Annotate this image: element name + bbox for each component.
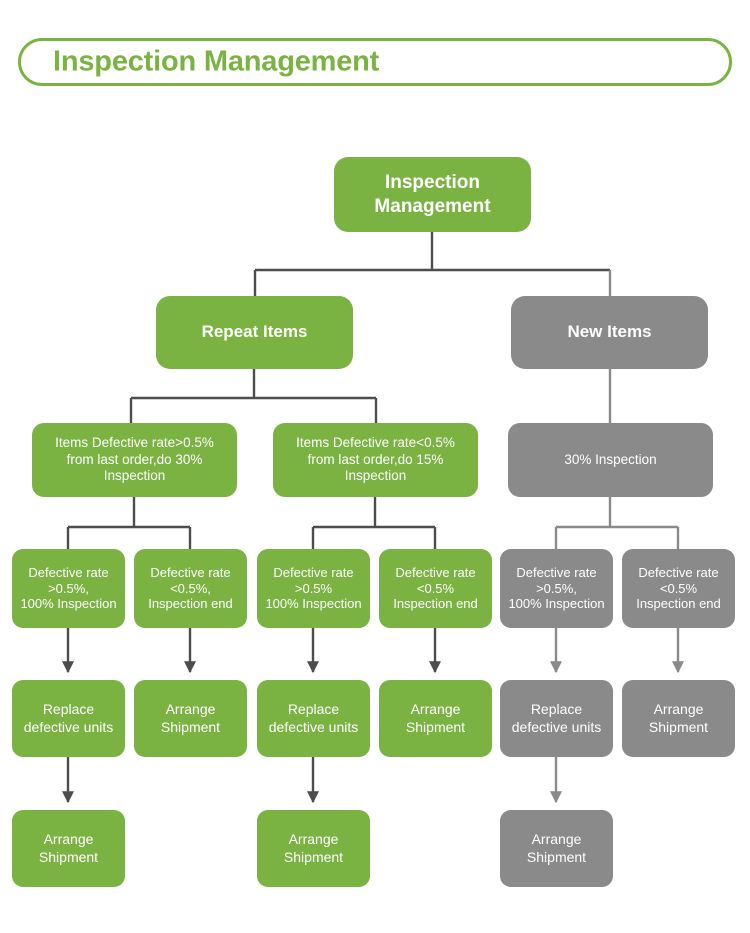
node-repeat-items[interactable]: Repeat Items xyxy=(156,296,353,369)
node-r5-replace-defective-units-3[interactable]: Replace defective units xyxy=(500,680,613,757)
node-r6-arrange-shipment-3[interactable]: Arrange Shipment xyxy=(500,810,613,887)
node-r4-repeat-low-over[interactable]: Defective rate >0.5% 100% Inspection xyxy=(257,549,370,628)
node-r6-arrange-shipment-1[interactable]: Arrange Shipment xyxy=(12,810,125,887)
node-r4-new-over[interactable]: Defective rate >0.5%, 100% Inspection xyxy=(500,549,613,628)
node-r5-replace-defective-units-2[interactable]: Replace defective units xyxy=(257,680,370,757)
node-repeat-high-defect-rate[interactable]: Items Defective rate>0.5% from last orde… xyxy=(32,423,237,497)
page-title: Inspection Management xyxy=(53,45,380,78)
node-r4-repeat-low-under[interactable]: Defective rate <0.5% Inspection end xyxy=(379,549,492,628)
node-r5-replace-defective-units-1[interactable]: Replace defective units xyxy=(12,680,125,757)
node-new-30-percent-inspection[interactable]: 30% Inspection xyxy=(508,423,713,497)
node-r4-new-under[interactable]: Defective rate <0.5% Inspection end xyxy=(622,549,735,628)
page-header-bar: Inspection Management xyxy=(18,38,732,86)
node-inspection-management[interactable]: Inspection Management xyxy=(334,157,531,232)
node-r4-repeat-high-over[interactable]: Defective rate >0.5%, 100% Inspection xyxy=(12,549,125,628)
node-r5-arrange-shipment-1[interactable]: Arrange Shipment xyxy=(134,680,247,757)
node-new-items[interactable]: New Items xyxy=(511,296,708,369)
node-r6-arrange-shipment-2[interactable]: Arrange Shipment xyxy=(257,810,370,887)
node-r5-arrange-shipment-3[interactable]: Arrange Shipment xyxy=(622,680,735,757)
node-r5-arrange-shipment-2[interactable]: Arrange Shipment xyxy=(379,680,492,757)
node-repeat-low-defect-rate[interactable]: Items Defective rate<0.5% from last orde… xyxy=(273,423,478,497)
node-r4-repeat-high-under[interactable]: Defective rate <0.5%, Inspection end xyxy=(134,549,247,628)
